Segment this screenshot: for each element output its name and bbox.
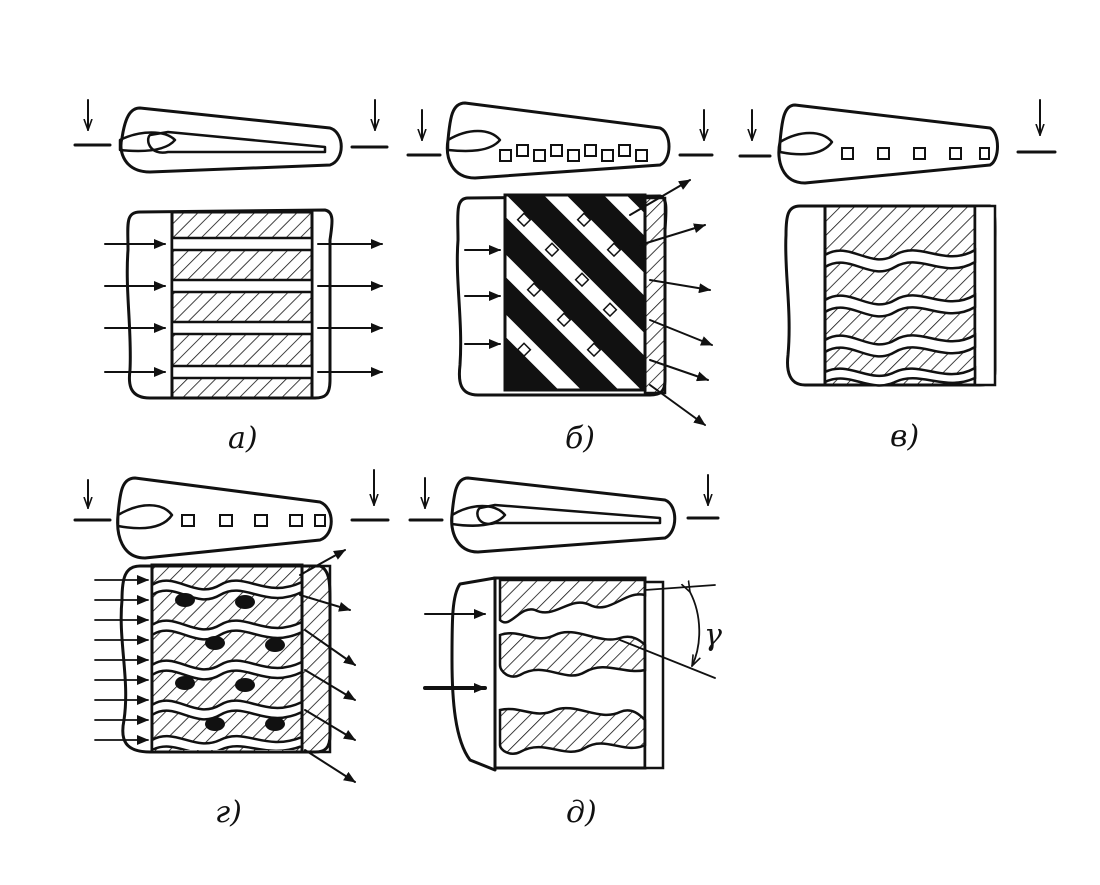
down-arrow-icon [738, 109, 772, 158]
flow-arrows-out [629, 179, 713, 426]
panel-b-label: б) [565, 421, 595, 456]
flow-arrows-in [464, 245, 501, 349]
angle-gamma: γ [619, 585, 722, 679]
flow-arrows-out [299, 549, 356, 783]
down-arrow-icon [73, 99, 112, 147]
panel-d-section [408, 474, 720, 554]
panel-a-plan [104, 208, 383, 400]
panel-b-section [406, 101, 714, 180]
panel-d: γ д) [408, 474, 722, 830]
down-arrow-icon [350, 99, 389, 149]
panel-d-plan: γ [423, 576, 722, 772]
panel-v-plan [784, 204, 997, 387]
panel-a-section [73, 99, 389, 174]
flow-arrows-in [104, 239, 166, 377]
down-arrow-icon [1016, 99, 1057, 154]
flow-arrows-out [317, 239, 383, 377]
panel-b-plan [455, 179, 713, 426]
down-arrow-icon [408, 477, 444, 522]
panel-a-label: а) [228, 421, 258, 456]
panel-d-label: д) [566, 795, 597, 830]
panel-a: а) [73, 99, 389, 456]
panel-v: в) [738, 99, 1057, 454]
flow-arrows-in [94, 575, 149, 745]
panel-v-section [738, 99, 1057, 185]
down-arrow-icon [678, 109, 714, 157]
down-arrow-icon [406, 109, 442, 157]
panel-g-plan [94, 549, 356, 783]
panel-g-section [73, 469, 390, 560]
flow-arrows-in [423, 609, 487, 693]
down-arrow-icon [350, 469, 390, 522]
down-arrow-icon [73, 479, 112, 522]
angle-gamma-label: γ [704, 618, 722, 653]
panel-b: б) [406, 101, 714, 456]
panel-g: г) [73, 469, 390, 830]
down-arrow-icon [686, 474, 720, 520]
panel-v-label: в) [890, 419, 919, 454]
panel-g-label: г) [215, 795, 242, 830]
